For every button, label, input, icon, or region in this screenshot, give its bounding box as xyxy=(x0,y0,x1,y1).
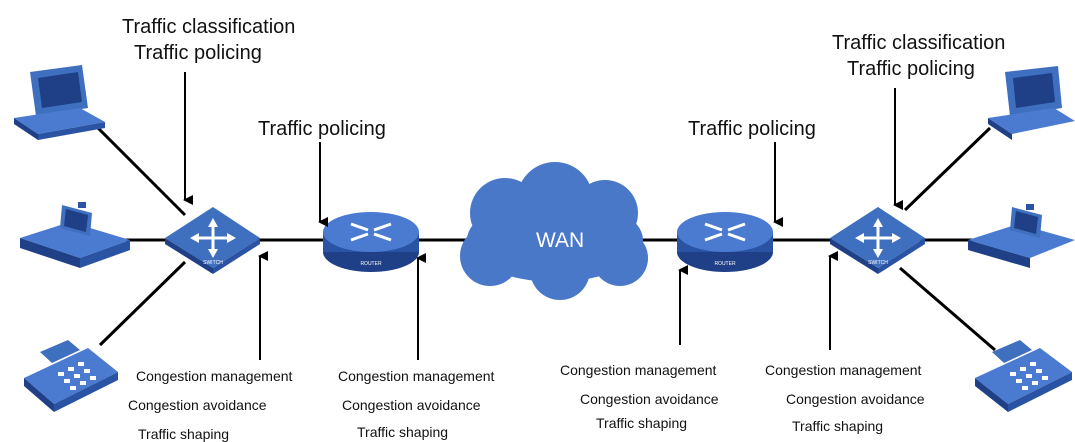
link-left-fax xyxy=(98,260,187,347)
left-switch-traffic-shaping: Traffic shaping xyxy=(138,426,230,442)
left-switch-label-policing: Traffic policing xyxy=(134,42,262,64)
left-router-icon: ROUTER xyxy=(323,212,419,272)
left-router-label-policing: Traffic policing xyxy=(258,118,386,140)
right-switch-icon: SWITCH xyxy=(830,207,925,274)
right-switch-label-classification: Traffic classification xyxy=(832,32,1006,54)
right-router-icon: ROUTER xyxy=(677,212,773,272)
left-router-congestion-avoidance: Congestion avoidance xyxy=(342,397,481,413)
right-desk-phone-icon xyxy=(975,340,1072,412)
link-right-pc xyxy=(903,126,992,212)
left-ip-phone-icon xyxy=(20,202,130,268)
right-switch-traffic-shaping: Traffic shaping xyxy=(792,418,884,434)
connection-lines xyxy=(93,123,996,352)
right-ip-phone-icon xyxy=(968,204,1075,268)
right-switch-label-policing: Traffic policing xyxy=(847,58,975,80)
left-desk-phone-icon xyxy=(24,340,118,412)
link-left-pc xyxy=(93,123,187,217)
down-arrows xyxy=(183,72,903,227)
right-router-traffic-shaping: Traffic shaping xyxy=(596,415,688,431)
up-arrows xyxy=(258,251,838,360)
svg-text:ROUTER: ROUTER xyxy=(360,261,382,267)
left-switch-congestion-avoidance: Congestion avoidance xyxy=(128,397,267,413)
svg-text:SWITCH: SWITCH xyxy=(868,260,888,266)
left-switch-icon: SWITCH xyxy=(165,207,260,274)
left-router-congestion-management: Congestion management xyxy=(338,368,495,384)
left-router-traffic-shaping: Traffic shaping xyxy=(357,424,449,440)
svg-text:SWITCH: SWITCH xyxy=(203,260,223,266)
wan-label: WAN xyxy=(536,229,585,252)
left-computer-icon xyxy=(14,65,105,140)
left-switch-label-classification: Traffic classification xyxy=(122,16,296,38)
right-switch-congestion-management: Congestion management xyxy=(765,362,922,378)
right-computer-icon xyxy=(988,66,1075,140)
left-switch-congestion-management: Congestion management xyxy=(136,368,293,384)
wan-cloud xyxy=(460,162,648,300)
svg-text:ROUTER: ROUTER xyxy=(714,261,736,267)
right-router-congestion-avoidance: Congestion avoidance xyxy=(580,391,719,407)
link-right-fax xyxy=(899,266,996,352)
right-router-congestion-management: Congestion management xyxy=(560,362,717,378)
right-switch-congestion-avoidance: Congestion avoidance xyxy=(786,391,925,407)
right-router-label-policing: Traffic policing xyxy=(688,118,816,140)
